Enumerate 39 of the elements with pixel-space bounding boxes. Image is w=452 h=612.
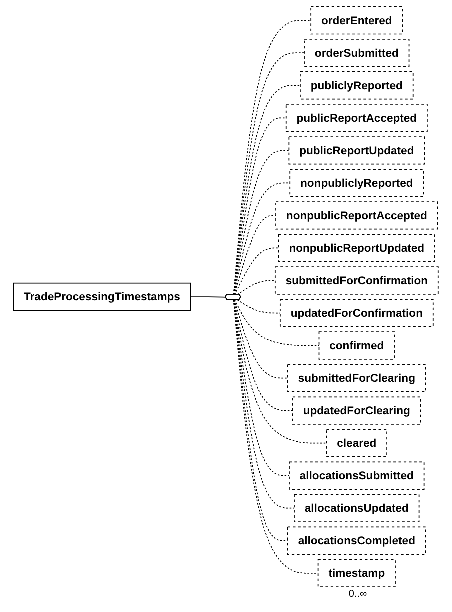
node-box: timestamp <box>318 559 396 588</box>
connector <box>234 300 320 346</box>
connector <box>234 182 291 296</box>
occurrence-label: 0..∞ <box>348 589 368 600</box>
connector <box>233 85 301 296</box>
connector <box>233 52 305 296</box>
node-box: orderEntered <box>310 6 404 35</box>
node-box: cleared <box>326 429 388 458</box>
connector <box>234 248 280 296</box>
node-box: confirmed <box>318 332 395 360</box>
connector <box>237 300 281 314</box>
node-box: submittedForConfirmation <box>274 266 439 295</box>
node-box: nonpublicReportAccepted <box>276 202 438 230</box>
connector <box>234 300 288 379</box>
node-box: publicReportUpdated <box>288 136 426 165</box>
connector <box>234 215 276 296</box>
connector <box>237 280 276 296</box>
connector <box>233 300 288 542</box>
node-box: nonpubliclyReported <box>290 169 424 198</box>
connector <box>234 300 290 476</box>
connector <box>233 300 295 509</box>
node-box: submittedForClearing <box>288 364 426 392</box>
node-box: allocationsUpdated <box>294 494 420 522</box>
node-box: allocationsCompleted <box>288 526 426 555</box>
connector <box>190 296 226 298</box>
connector <box>234 150 290 296</box>
node-box: nonpublicReportUpdated <box>278 234 436 262</box>
connector <box>233 300 319 574</box>
node-box: TradeProcessingTimestamps <box>13 282 192 312</box>
connector <box>234 300 328 444</box>
connector <box>233 20 312 296</box>
node-box: publicReportAccepted <box>286 104 428 132</box>
node-box: updatedForConfirmation <box>280 299 434 328</box>
node-box: publiclyReported <box>300 72 414 100</box>
node-box: orderSubmitted <box>304 39 410 68</box>
connector <box>234 118 287 296</box>
node-box: updatedForClearing <box>292 396 422 425</box>
connector <box>234 300 294 412</box>
node-box: allocationsSubmitted <box>289 462 425 490</box>
